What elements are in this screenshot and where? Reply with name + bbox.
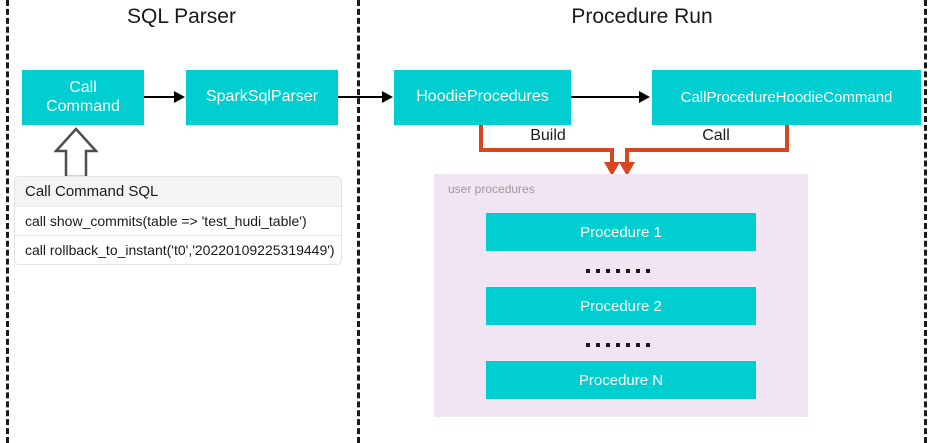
node-spark-sql-parser-label: SparkSqlParser <box>205 88 319 106</box>
sql-table-row-2: call rollback_to_instant('t0','202201092… <box>25 242 335 258</box>
call-edge-vertical-drop <box>625 148 629 164</box>
node-spark-sql-parser[interactable]: SparkSqlParser <box>186 70 338 125</box>
sql-table-row-1: call show_commits(table => 'test_hudi_ta… <box>15 207 341 236</box>
sql-table-header: Call Command SQL <box>15 177 341 207</box>
procedure-separator-dots-1 <box>586 269 650 273</box>
node-hoodie-procedures[interactable]: HoodieProcedures <box>394 70 571 125</box>
build-edge-label: Build <box>530 127 566 144</box>
arrow-spark-to-hoodie-line <box>338 96 382 98</box>
call-edge-horizontal <box>625 148 789 152</box>
procedure-box-1-label: Procedure 1 <box>580 223 662 241</box>
build-edge-vertical-drop <box>610 148 614 164</box>
procedure-box-n[interactable]: Procedure N <box>486 361 756 399</box>
arrow-spark-to-hoodie-head <box>382 91 393 103</box>
build-edge-vertical-left <box>479 125 483 152</box>
node-hoodie-procedures-label: HoodieProcedures <box>416 88 549 106</box>
divider-left <box>6 0 9 443</box>
divider-right <box>924 0 927 443</box>
section-title-sql-parser: SQL Parser <box>127 5 236 28</box>
arrow-call-command-to-spark-head <box>174 91 185 103</box>
arrow-hoodie-to-callprocedure-line <box>571 96 639 98</box>
hollow-up-arrow-icon <box>53 127 99 179</box>
build-edge-horizontal <box>479 148 614 152</box>
procedure-box-1[interactable]: Procedure 1 <box>486 213 756 251</box>
arrow-call-command-to-spark-line <box>144 96 174 98</box>
node-call-command[interactable]: Call Command <box>22 70 144 125</box>
user-procedures-panel-label: user procedures <box>448 182 535 196</box>
call-command-sql-table: Call Command SQL call show_commits(table… <box>14 176 342 265</box>
divider-middle <box>357 0 360 443</box>
node-call-command-label-line1: Call <box>69 79 97 97</box>
procedure-box-2[interactable]: Procedure 2 <box>486 287 756 325</box>
procedure-box-2-label: Procedure 2 <box>580 297 662 315</box>
node-call-procedure-hoodie-command-label: CallProcedureHoodieCommand <box>680 88 893 106</box>
section-title-procedure-run: Procedure Run <box>571 5 713 28</box>
build-edge-arrowhead <box>604 162 620 176</box>
arrow-hoodie-to-callprocedure-head <box>639 91 650 103</box>
node-call-command-label-line2: Command <box>46 97 120 115</box>
procedure-separator-dots-2 <box>586 343 650 347</box>
call-edge-label: Call <box>702 127 730 144</box>
node-call-procedure-hoodie-command[interactable]: CallProcedureHoodieCommand <box>652 70 921 125</box>
procedure-box-n-label: Procedure N <box>578 371 664 389</box>
call-edge-vertical-right <box>785 125 789 152</box>
call-edge-arrowhead <box>619 162 635 176</box>
user-procedures-panel: user procedures Procedure 1 Procedure 2 … <box>434 174 808 417</box>
